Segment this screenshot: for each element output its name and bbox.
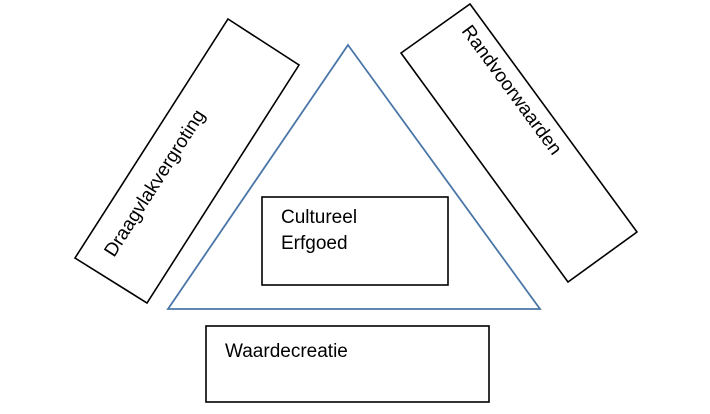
cultureel-erfgoed-box: Cultureel Erfgoed [261,196,449,286]
cultureel-erfgoed-box-frame [261,196,449,286]
erfgoed-label: Erfgoed [281,233,348,254]
draagvlakvergroting-box-frame [73,17,301,305]
waardecreatie-label: Waardecreatie [225,341,348,362]
cultureel-label: Cultureel [281,207,357,228]
waardecreatie-box-frame [205,325,490,403]
randvoorwaarden-box-frame [399,2,639,284]
triangle-shape [166,43,542,310]
waardecreatie-box: Waardecreatie [205,325,490,403]
